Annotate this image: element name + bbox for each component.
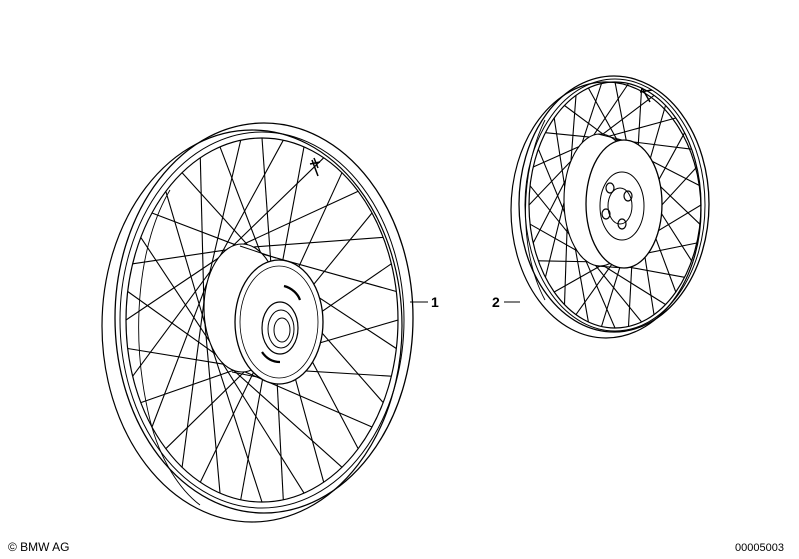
spoke	[151, 212, 246, 250]
copyright-text: © BMW AG	[8, 540, 70, 554]
rim-1-flange	[119, 131, 405, 509]
hub-2-face	[585, 139, 663, 269]
spoke	[223, 360, 343, 468]
spoke	[199, 157, 205, 309]
spoke	[261, 138, 273, 281]
rim-1-outer-front	[114, 122, 414, 514]
rim-2-bead	[525, 119, 546, 301]
wheel-2	[510, 75, 710, 339]
rim-2-flange	[524, 78, 706, 332]
callout-label-2: 2	[492, 294, 500, 310]
hub-2-face-inner	[599, 171, 645, 241]
spoke	[151, 280, 209, 428]
hub-1-bearing-outer	[261, 301, 299, 355]
spoke	[132, 248, 235, 265]
hub-2-center	[607, 187, 633, 225]
hub-2-bolt	[601, 208, 611, 220]
spoke	[165, 191, 207, 327]
spoke	[601, 137, 692, 150]
spoke	[140, 367, 241, 404]
hub-1-body	[231, 245, 277, 379]
diagram-number: 00005003	[735, 542, 784, 554]
spoke	[205, 140, 242, 290]
valve-1	[309, 157, 321, 177]
spoke	[132, 265, 216, 377]
spoke	[181, 298, 205, 468]
callout-label-1: 1	[431, 294, 439, 310]
hub-1-bearing-mid	[267, 309, 295, 349]
spoke	[228, 190, 359, 252]
spoke	[210, 139, 284, 274]
spoke	[181, 172, 257, 255]
rim-2-outer-front	[518, 75, 710, 333]
spoke	[218, 157, 325, 260]
valve-2	[639, 87, 653, 103]
spoke	[203, 317, 221, 494]
spoke	[140, 237, 212, 344]
spoke	[239, 236, 384, 249]
hub-1-bearing-inner	[273, 317, 291, 343]
spoke	[219, 146, 267, 266]
hub-1-face	[234, 259, 324, 385]
spoke	[126, 254, 225, 321]
hub-1-slot-top	[283, 284, 302, 301]
hub-2-bolt	[605, 182, 615, 194]
hub-1-slot-bottom	[261, 351, 281, 364]
hub-2-bolt	[617, 218, 627, 230]
spoke	[199, 356, 262, 483]
spoke	[127, 347, 229, 366]
rim-1-outer-back	[101, 129, 403, 523]
rim-1-bead	[138, 189, 201, 506]
spoke	[165, 364, 252, 450]
spoke	[127, 291, 220, 358]
wheel-1	[101, 122, 414, 523]
spoke	[214, 350, 305, 494]
hub-2-bolt	[623, 190, 633, 202]
hub-1-face-inner	[239, 265, 319, 379]
